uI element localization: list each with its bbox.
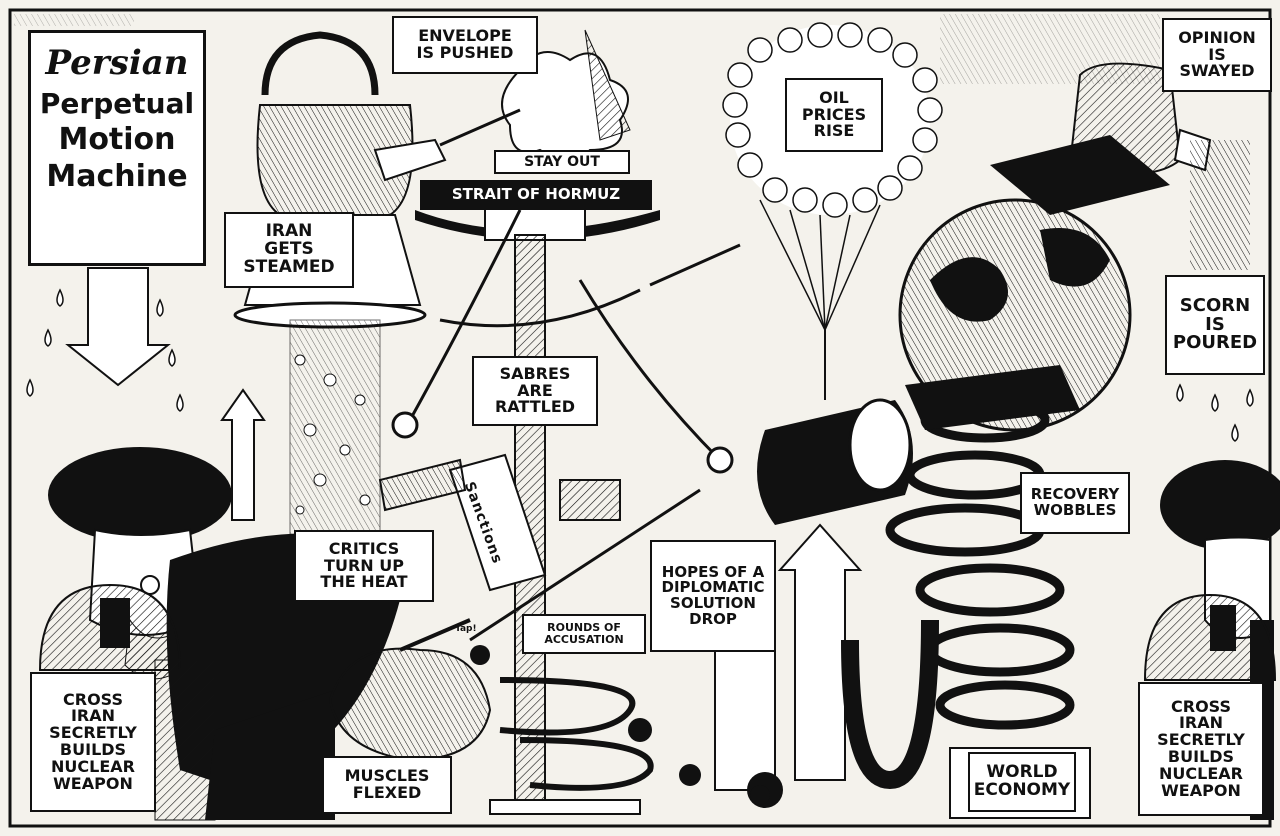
pour-stream <box>1190 140 1250 270</box>
label-tap: Tap! <box>455 624 477 634</box>
crank-device <box>714 629 783 808</box>
up-arrow-icon-center <box>777 523 863 781</box>
title-line-3: Motion <box>58 122 176 157</box>
up-arrow-icon-left <box>220 388 266 521</box>
caption-accusation: Rounds ofaccusation <box>522 614 646 654</box>
sweat-drops-right <box>1176 383 1254 442</box>
strait-platform <box>415 204 660 241</box>
caption-cross-iran-left: CrossIransecretlybuildsnuclearweapon <box>30 672 156 812</box>
slide-rail <box>469 488 701 642</box>
caption-envelope: Envelopeis pushed <box>392 16 538 74</box>
watering-can-icon <box>990 62 1212 215</box>
caption-iran-steamed: Irangetssteamed <box>224 212 354 288</box>
envelope-explosion <box>439 29 631 161</box>
steam-column <box>289 319 381 541</box>
cartoon-title: Persian Perpetual Motion Machine <box>28 30 206 266</box>
caption-opinion: Opinionisswayed <box>1162 18 1272 92</box>
sign-stay-out: Stay Out <box>494 150 630 174</box>
caption-hopes: Hopes of adiplomaticsolutiondrop <box>650 540 776 652</box>
caption-recovery: Recoverywobbles <box>1020 472 1130 534</box>
u-trough <box>841 619 939 790</box>
title-arrow-icon <box>65 267 171 387</box>
caption-scorn: Scornispoured <box>1165 275 1265 375</box>
caption-cross-iran-right: CrossIransecretlybuildsnuclearweapon <box>1138 682 1264 816</box>
caption-sabres: Sabresarerattled <box>472 356 598 426</box>
spring-icon <box>885 397 1075 730</box>
sign-strait-of-hormuz: Strait of Hormuz <box>420 180 652 210</box>
spiral-ramp <box>499 677 654 791</box>
caption-oil-prices: Oilpricesrise <box>785 78 883 152</box>
sanctions-can-icon <box>378 453 621 592</box>
nuclear-dome-left <box>38 583 216 821</box>
caption-world-economy: WorldEconomy <box>968 752 1076 812</box>
title-line-1: Persian <box>45 43 189 83</box>
sabres-icon <box>391 209 741 474</box>
caption-muscles: Musclesflexed <box>322 756 452 814</box>
title-line-4: Machine <box>46 159 188 194</box>
caption-critics: Criticsturn upthe heat <box>294 530 434 602</box>
muscle-arm-icon <box>328 618 492 762</box>
oil-barrel-icon <box>757 398 913 525</box>
globe-icon <box>898 198 1132 432</box>
nuclear-dome-right <box>1143 593 1277 681</box>
sweat-drops-left <box>26 288 184 412</box>
title-line-2: Perpetual <box>39 87 195 120</box>
bomb-icons <box>470 645 770 805</box>
